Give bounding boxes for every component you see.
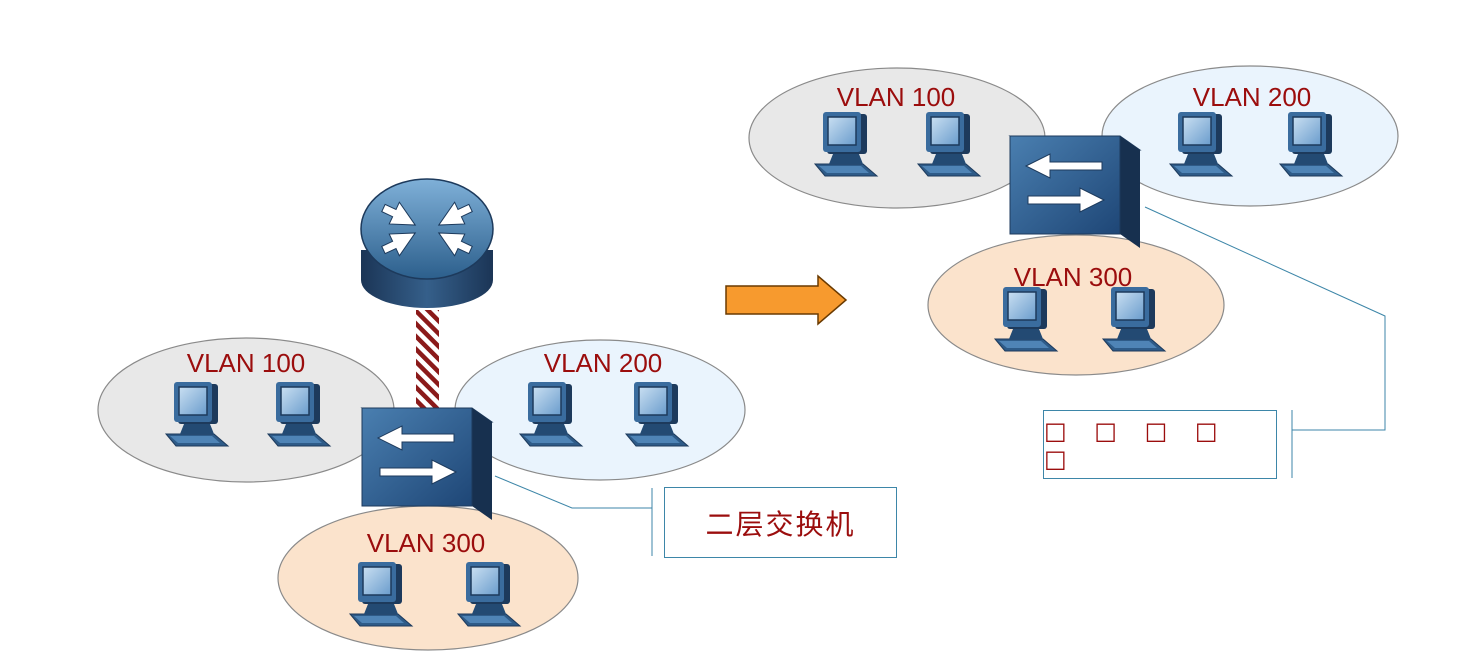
left-vlan-100-label: VLAN 100 [187,348,306,378]
left-vlan-200-label: VLAN 200 [544,348,663,378]
right-vlan-100-label: VLAN 100 [837,82,956,112]
layer2-switch-icon [361,407,493,521]
layer3-switch-callout: □ □ □ □ □ [1043,410,1277,479]
right-callout-leader [1144,206,1386,431]
layer2-switch-callout: 二层交换机 [664,487,897,558]
layer3-switch-callout-text: □ □ □ □ □ [1044,416,1228,473]
right-vlan-300-label: VLAN 300 [1014,262,1133,292]
router-switch-link [416,310,439,410]
right-vlan-200-label: VLAN 200 [1193,82,1312,112]
layer2-switch-callout-text: 二层交换机 [705,507,856,541]
layer3-switch-icon [1009,135,1141,249]
transition-arrow-icon [725,274,848,326]
left-callout-leader [494,475,652,509]
right-vlan-300-area [927,234,1225,376]
router-icon [360,178,494,308]
left-vlan-300-label: VLAN 300 [367,528,486,558]
